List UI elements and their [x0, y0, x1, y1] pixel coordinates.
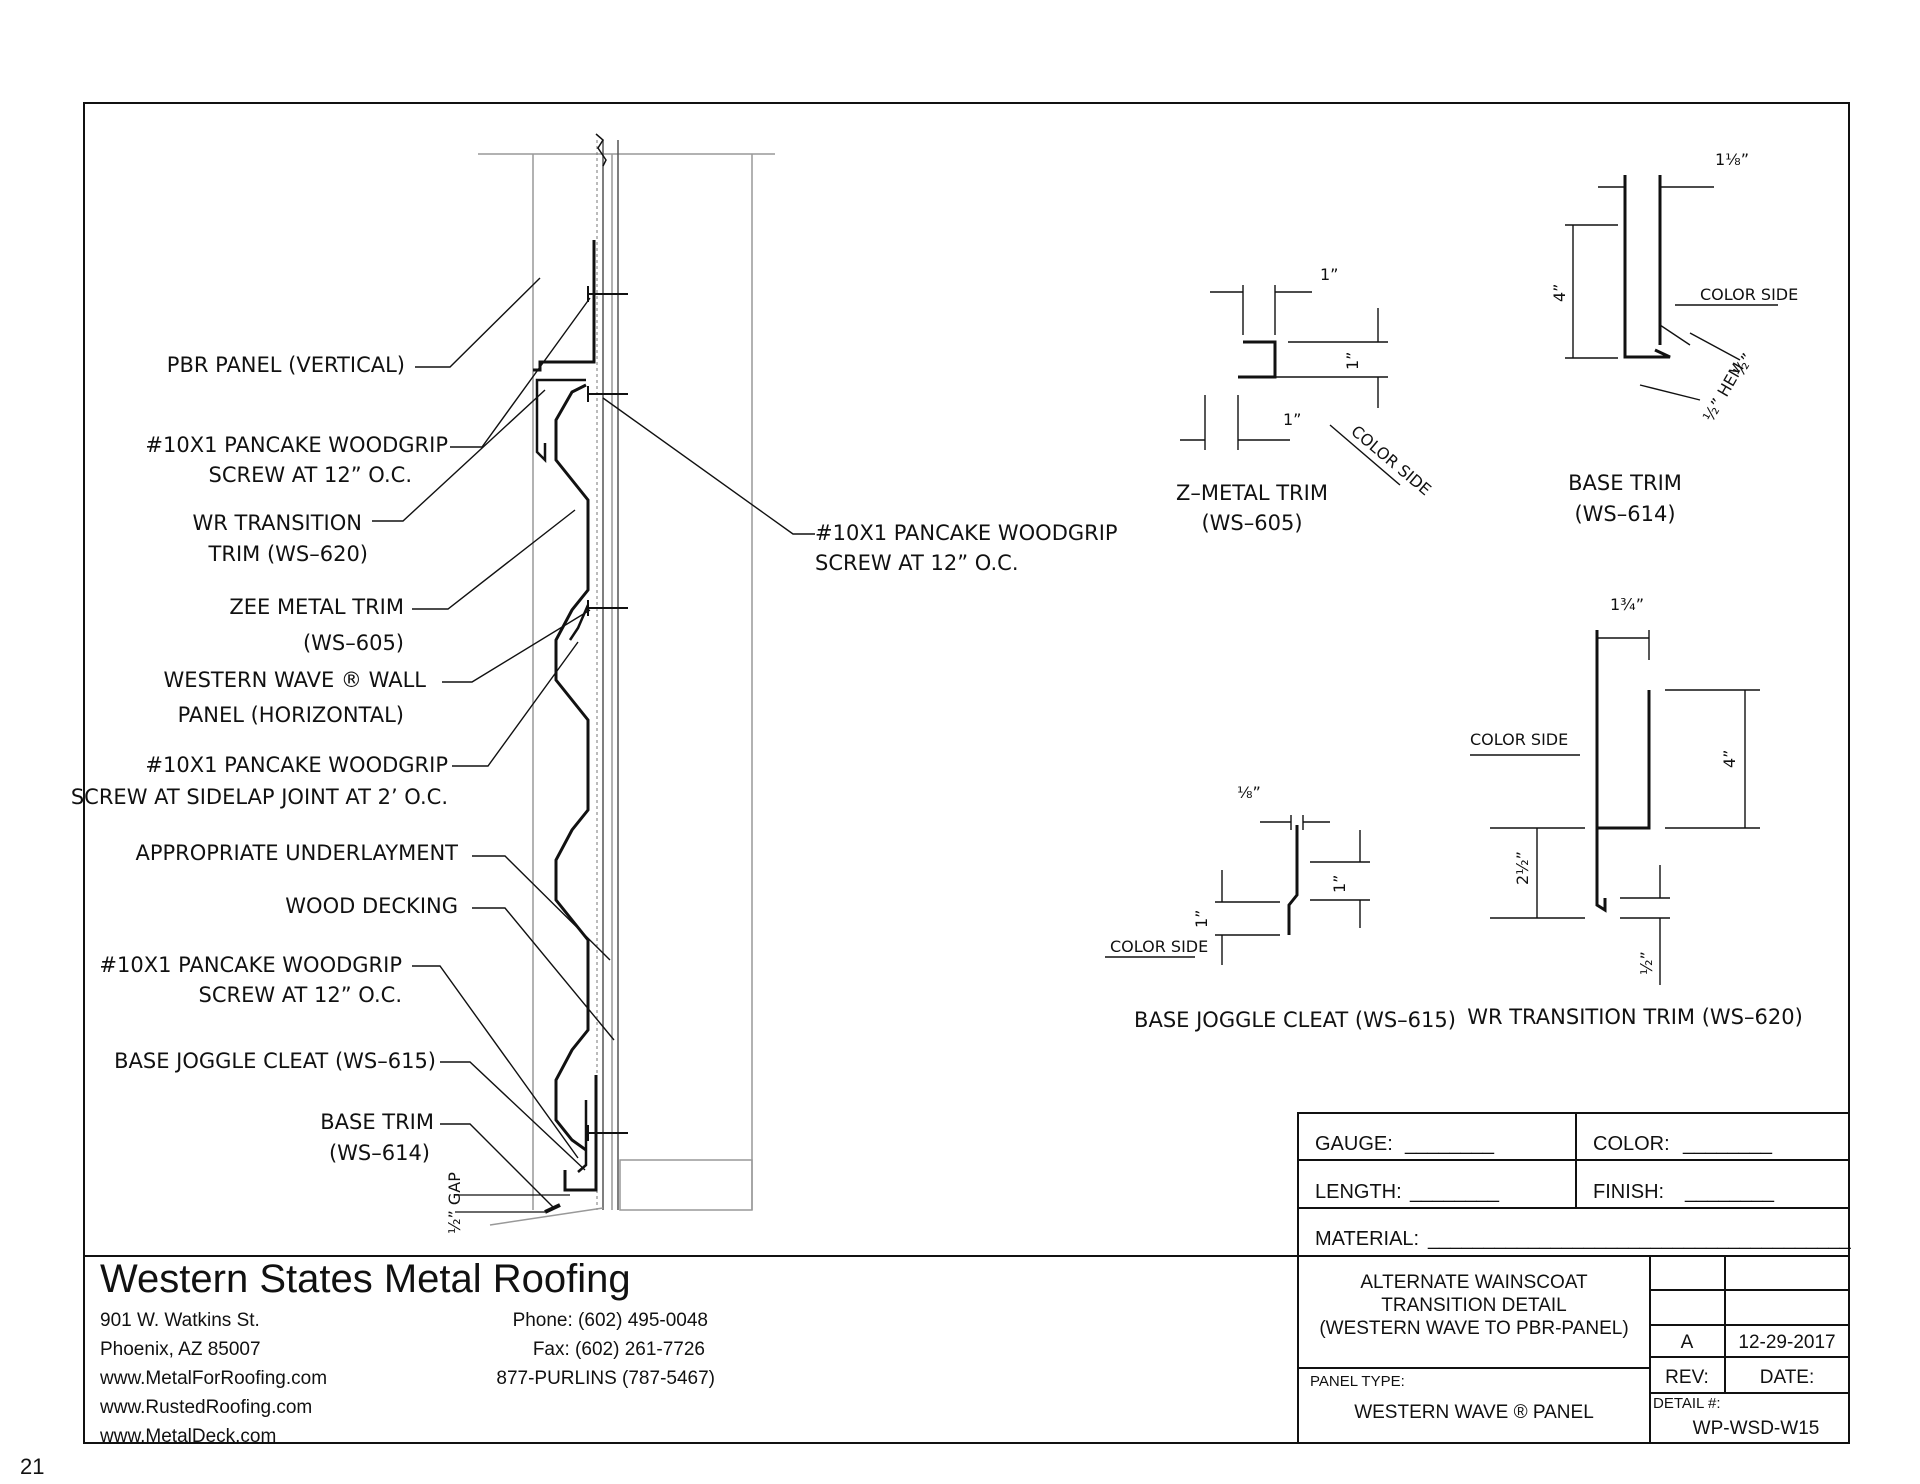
callout-base-trim-line2: (WS–614) [329, 1141, 430, 1165]
drawing-title-line1: ALTERNATE WAINSCOAT [1360, 1272, 1588, 1293]
detail-value: WP-WSD-W15 [1693, 1418, 1820, 1439]
callout-wr-transition-line2: TRIM (WS–620) [208, 542, 368, 566]
drawing-title-line2: TRANSITION DETAIL [1381, 1295, 1566, 1316]
base-trim-detail: 1⅛” 4” COLOR SIDE ½” ½” HEM BASE TRIM (W… [1550, 150, 1798, 526]
company-name: Western States Metal Roofing [100, 1257, 631, 1301]
drawing-title-line3: (WESTERN WAVE TO PBR-PANEL) [1319, 1318, 1628, 1339]
company-tollfree: 877-PURLINS (787-5467) [496, 1368, 715, 1389]
base-trim-dim-height: 4” [1550, 284, 1569, 302]
company-fax: Fax: (602) 261-7726 [533, 1339, 705, 1360]
callout-screw-top-line1: #10X1 PANCAKE WOODGRIP [145, 433, 448, 457]
base-trim-title-line2: (WS–614) [1574, 502, 1675, 526]
z-metal-dim-bottom: 1” [1283, 410, 1301, 429]
base-trim-dim-hem: ½” HEM [1699, 359, 1748, 425]
wr-color-side: COLOR SIDE [1470, 730, 1568, 749]
base-trim-color-side: COLOR SIDE [1700, 285, 1798, 304]
leader-lines [372, 277, 815, 1209]
finish-label: FINISH: [1593, 1181, 1664, 1203]
z-metal-color-side: COLOR SIDE [1347, 422, 1434, 500]
callout-gap: ½” GAP [445, 1172, 464, 1234]
company-address-2: Phoenix, AZ 85007 [100, 1339, 261, 1360]
callout-screw-low-line1: #10X1 PANCAKE WOODGRIP [99, 953, 402, 977]
base-trim-dim-top: 1⅛” [1715, 150, 1749, 169]
callout-base-joggle: BASE JOGGLE CLEAT (WS–615) [114, 1049, 436, 1073]
wr-transition-trim-detail: 1¾” 4” 2½” ½” COLOR SIDE WR TRANSITION T… [1467, 595, 1803, 1029]
base-joggle-cleat-detail: ⅛” 1” 1” COLOR SIDE BASE JOGGLE CLEAT (W… [1105, 783, 1456, 1032]
wr-title: WR TRANSITION TRIM (WS–620) [1467, 1005, 1803, 1029]
joggle-dim-left: 1” [1192, 910, 1211, 928]
wr-dim-height: 4” [1720, 750, 1739, 768]
callout-screw-right-line2: SCREW AT 12” O.C. [815, 551, 1019, 575]
callout-screw-low-line2: SCREW AT 12” O.C. [199, 983, 403, 1007]
joggle-dim-right: 1” [1330, 875, 1349, 893]
length-value: ________ [1409, 1181, 1500, 1203]
detail-label: DETAIL #: [1653, 1395, 1721, 1412]
finish-value: ________ [1684, 1181, 1775, 1203]
gauge-label: GAUGE: [1315, 1133, 1393, 1155]
joggle-color-side: COLOR SIDE [1110, 937, 1208, 956]
color-label: COLOR: [1593, 1133, 1670, 1155]
callout-western-wave-line1: WESTERN WAVE ® WALL [164, 668, 427, 692]
material-label: MATERIAL: [1315, 1228, 1419, 1250]
wall-section-drawing [455, 133, 775, 1226]
callout-pbr-panel: PBR PANEL (VERTICAL) [167, 353, 405, 377]
title-block: Western States Metal Roofing 901 W. Watk… [84, 1255, 1849, 1447]
callout-wood-decking: WOOD DECKING [285, 894, 458, 918]
material-value: ______________________________________ [1427, 1228, 1852, 1250]
spec-block: GAUGE: ________ COLOR: ________ LENGTH: … [1297, 1112, 1852, 1257]
company-phone: Phone: (602) 495-0048 [513, 1310, 708, 1331]
callout-screw-top-line2: SCREW AT 12” O.C. [209, 463, 413, 487]
joggle-title: BASE JOGGLE CLEAT (WS–615) [1134, 1008, 1456, 1032]
callout-screw-right-line1: #10X1 PANCAKE WOODGRIP [815, 521, 1118, 545]
joggle-dim-top: ⅛” [1237, 783, 1261, 802]
z-metal-trim-detail: 1” 1” 1” COLOR SIDE Z–METAL TRIM (WS–605… [1176, 265, 1435, 535]
panel-type-label: PANEL TYPE: [1310, 1373, 1405, 1390]
callout-sidelap-line1: #10X1 PANCAKE WOODGRIP [145, 753, 448, 777]
callout-base-trim-line1: BASE TRIM [320, 1110, 434, 1134]
rev-value: A [1681, 1332, 1694, 1353]
company-web-1: www.MetalForRoofing.com [99, 1368, 327, 1389]
rev-label: REV: [1665, 1367, 1709, 1388]
length-label: LENGTH: [1315, 1181, 1402, 1203]
z-metal-dim-mid: 1” [1343, 352, 1362, 370]
callouts: PBR PANEL (VERTICAL) #10X1 PANCAKE WOODG… [71, 353, 1118, 1234]
date-value: 12-29-2017 [1738, 1332, 1835, 1353]
callout-sidelap-line2: SCREW AT SIDELAP JOINT AT 2’ O.C. [71, 785, 448, 809]
wr-dim-bottom: ½” [1637, 951, 1656, 975]
gauge-value: ________ [1404, 1133, 1495, 1155]
callout-wr-transition-line1: WR TRANSITION [193, 511, 362, 535]
callout-zee-trim-line2: (WS–605) [303, 631, 404, 655]
z-metal-dim-top: 1” [1320, 265, 1338, 284]
z-metal-title-line1: Z–METAL TRIM [1176, 481, 1328, 505]
company-web-2: www.RustedRoofing.com [99, 1397, 312, 1418]
color-value: ________ [1682, 1133, 1773, 1155]
z-metal-title-line2: (WS–605) [1201, 511, 1302, 535]
wr-dim-left: 2½” [1513, 851, 1532, 885]
sheet-border [83, 102, 1850, 1444]
date-label: DATE: [1760, 1367, 1815, 1388]
base-trim-title-line1: BASE TRIM [1568, 471, 1682, 495]
page-number: 21 [20, 1454, 45, 1479]
callout-zee-trim-line1: ZEE METAL TRIM [229, 595, 404, 619]
company-address-1: 901 W. Watkins St. [100, 1310, 260, 1331]
callout-western-wave-line2: PANEL (HORIZONTAL) [178, 703, 404, 727]
wr-dim-top: 1¾” [1610, 595, 1644, 614]
callout-underlayment: APPROPRIATE UNDERLAYMENT [135, 841, 458, 865]
panel-type-value: WESTERN WAVE ® PANEL [1354, 1402, 1594, 1423]
company-web-3: www.MetalDeck.com [99, 1426, 276, 1447]
